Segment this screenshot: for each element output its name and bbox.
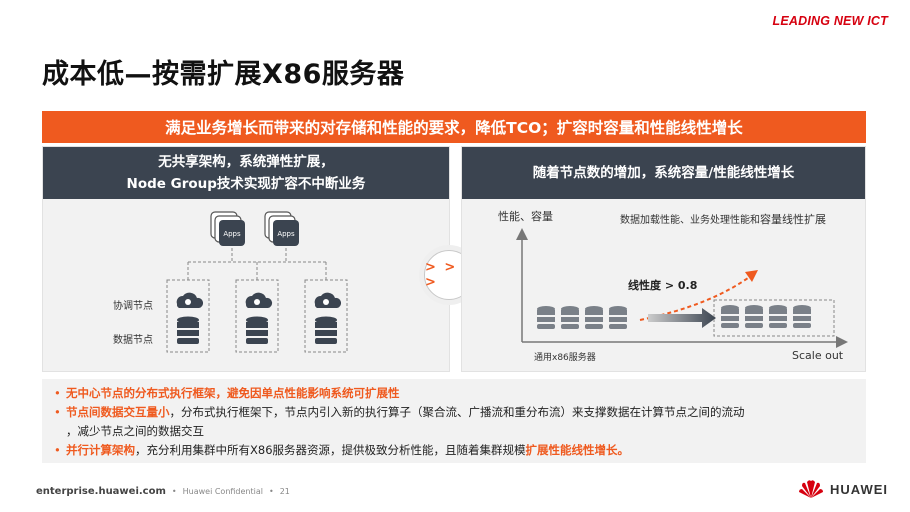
bullet-list: 无中心节点的分布式执行框架，避免因单点性能影响系统可扩展性 节点间数据交互量小，… <box>42 379 866 463</box>
scaling-panel: 随着节点数的增加，系统容量/性能线性增长 <box>461 146 866 372</box>
y-axis-label: 性能、容量 <box>498 210 553 223</box>
architecture-header-line1: 无共享架构，系统弹性扩展， <box>158 154 334 170</box>
architecture-header-line2: Node Group技术实现扩容不中断业务 <box>126 176 366 192</box>
database-icon <box>177 316 199 344</box>
bullet-item: 节点间数据交互量小，分布式执行框架下，节点内引入新的执行算子（聚合流、广播流和重… <box>54 403 866 422</box>
database-icon <box>246 316 268 344</box>
bullet-highlight-end: 扩展性能线性增长。 <box>525 443 630 457</box>
footer-site: enterprise.huawei.com <box>36 486 166 497</box>
footer: enterprise.huawei.com • Huawei Confident… <box>36 486 290 497</box>
x-axis-label: Scale out <box>792 349 844 362</box>
expanded-servers-box <box>713 299 835 337</box>
trend-arrowhead <box>745 270 758 282</box>
bullet-text: ，分布式执行框架下，节点内引入新的执行算子（聚合流、广播流和重分布流）来支撑数据… <box>169 405 745 419</box>
trend-annotation-part1: 数据加载性能、业务处理性能和 <box>620 215 760 226</box>
linearity-label: 线性度 > 0.8 <box>628 279 698 292</box>
bullet-item: 无中心节点的分布式执行框架，避免因单点性能影响系统可扩展性 <box>54 384 866 403</box>
footer-separator: • <box>171 487 177 496</box>
connection-lines <box>187 248 327 280</box>
footer-separator: • <box>269 487 274 496</box>
apps-icon-label: Apps <box>223 230 241 238</box>
node-box <box>166 279 210 353</box>
bullet-continuation: ，减少节点之间的数据交互 <box>54 422 866 441</box>
apps-icon: Apps <box>210 211 245 246</box>
footer-confidential: Huawei Confidential <box>182 487 263 496</box>
architecture-diagram: Apps Apps <box>166 211 348 353</box>
bullet-highlight: 节点间数据交互量小 <box>66 405 170 419</box>
data-node-label: 数据节点 <box>113 335 153 346</box>
bullet-item: 并行计算架构，充分利用集群中所有X86服务器资源，提供极致分析性能，且随着集群规… <box>54 441 866 460</box>
bullet-highlight: 无中心节点的分布式执行框架，避免因单点性能影响系统可扩展性 <box>66 386 400 400</box>
trend-annotation-part2: 容量线性扩展 <box>760 213 826 226</box>
scaling-chart <box>516 228 848 348</box>
server-caption: 通用x86服务器 <box>534 353 596 363</box>
grow-arrow <box>648 308 716 328</box>
scaling-panel-header: 随着节点数的增加，系统容量/性能线性增长 <box>462 147 865 199</box>
server-group-small <box>537 306 627 329</box>
apps-icon: Apps <box>264 211 299 246</box>
architecture-panel-header: 无共享架构，系统弹性扩展， Node Group技术实现扩容不中断业务 <box>43 147 449 199</box>
node-box <box>235 279 279 353</box>
page-title: 成本低—按需扩展X86服务器 <box>42 59 405 90</box>
server-group-large <box>721 305 811 328</box>
logo-wordmark: HUAWEI <box>830 481 888 497</box>
huawei-flower-icon <box>799 480 823 498</box>
divider-label: > > > <box>425 260 458 290</box>
bullet-text: ，充分利用集群中所有X86服务器资源，提供极致分析性能，且随着集群规模 <box>135 443 526 457</box>
summary-banner: 满足业务增长而带来的对存储和性能的要求，降低TCO；扩容时容量和性能线性增长 <box>42 111 866 143</box>
trend-annotation: 数据加载性能、业务处理性能和容量线性扩展 <box>620 211 826 227</box>
database-icon <box>315 316 337 344</box>
huawei-logo: HUAWEI <box>798 478 888 500</box>
coordinator-node-label: 协调节点 <box>113 301 153 312</box>
banner-text: 满足业务增长而带来的对存储和性能的要求，降低TCO；扩容时容量和性能线性增长 <box>165 119 743 137</box>
bullet-highlight: 并行计算架构 <box>66 443 135 457</box>
scaling-header: 随着节点数的增加，系统容量/性能线性增长 <box>532 165 795 181</box>
architecture-panel: 无共享架构，系统弹性扩展， Node Group技术实现扩容不中断业务 Apps… <box>42 146 450 372</box>
tagline: LEADING NEW ICT <box>772 14 888 28</box>
bullet-text: ，减少节点之间的数据交互 <box>66 424 204 438</box>
page-number: 21 <box>279 487 290 496</box>
node-box <box>304 279 348 353</box>
apps-icon-label: Apps <box>277 230 295 238</box>
